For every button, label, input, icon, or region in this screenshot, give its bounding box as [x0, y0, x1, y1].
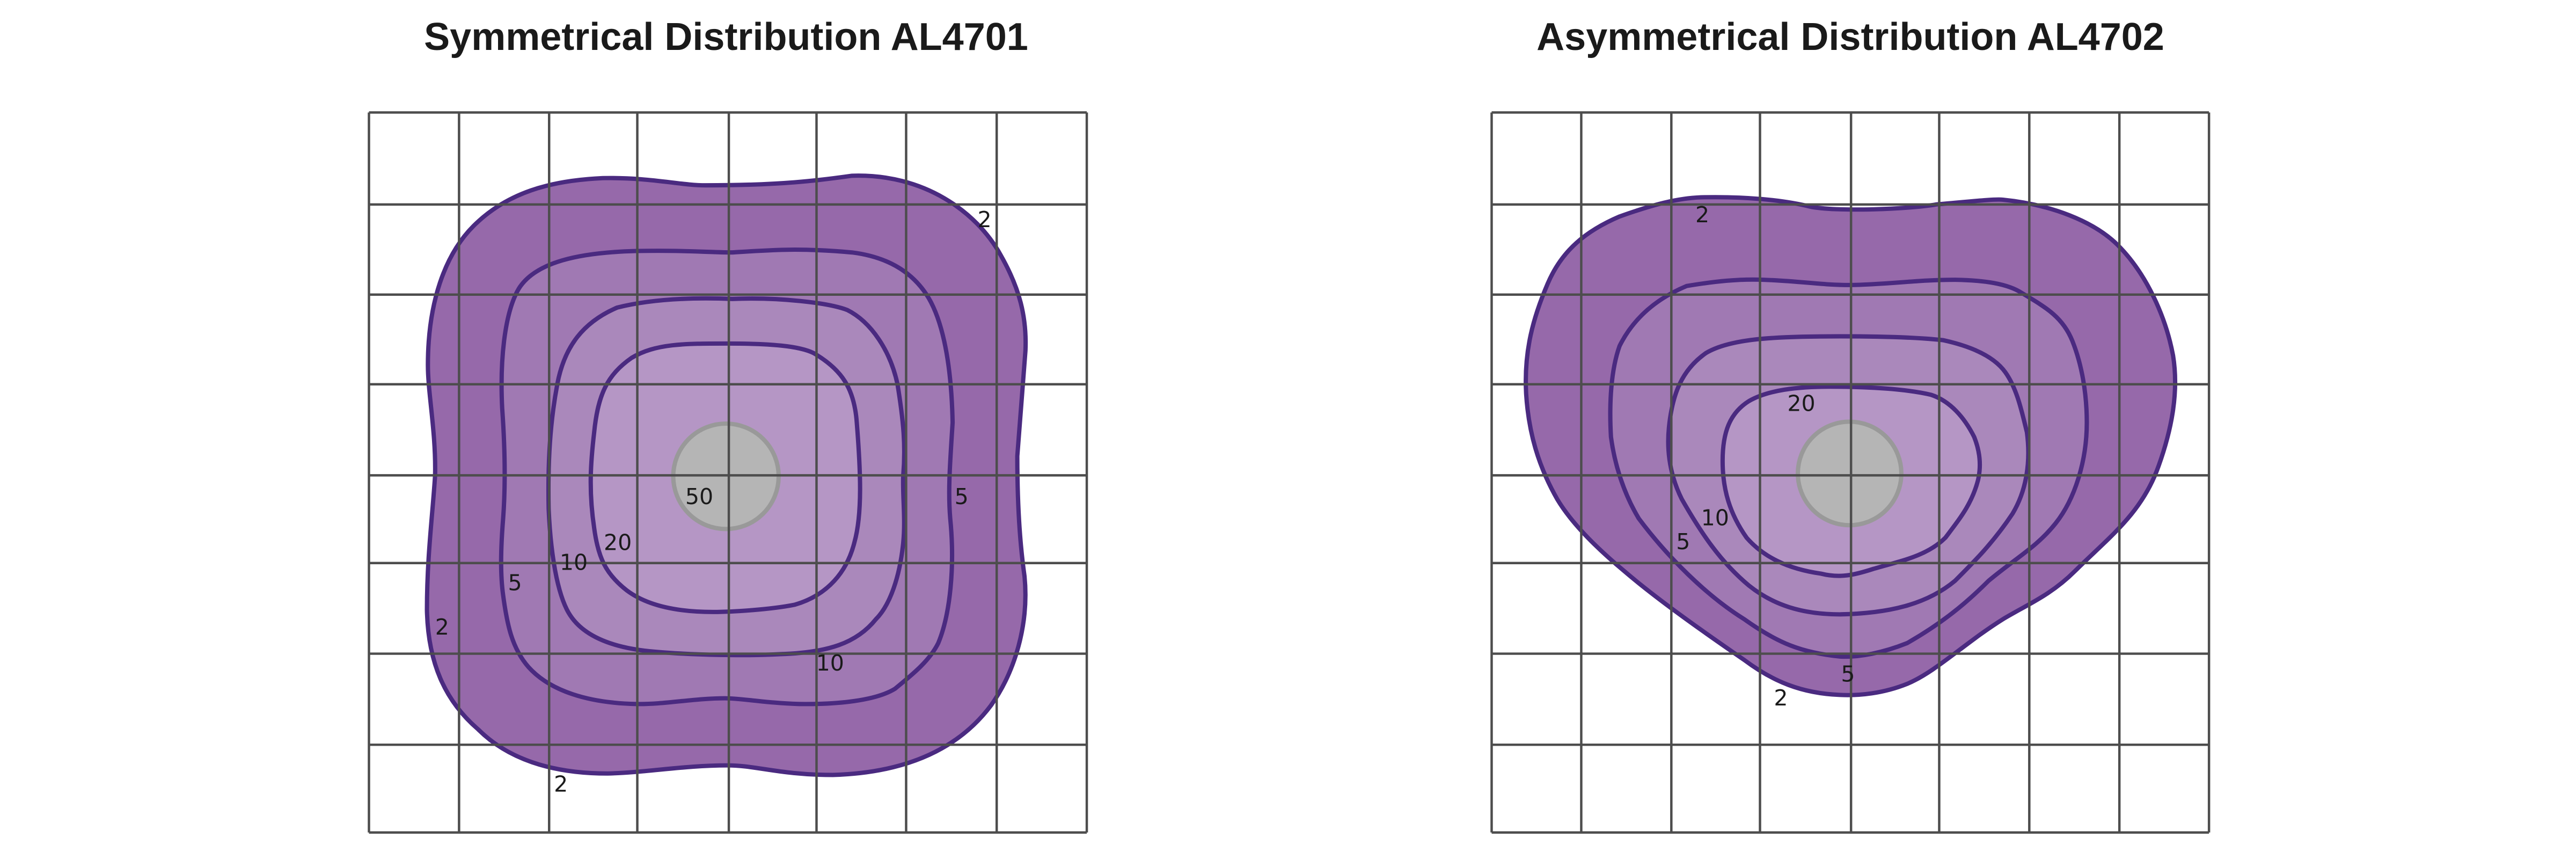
grid: [1490, 111, 2211, 834]
contour-label: 20: [604, 530, 632, 556]
contour-label: 2: [1774, 685, 1788, 711]
contour-label: 2: [554, 771, 568, 797]
contour-label: 5: [955, 484, 969, 509]
contour-label: 50: [685, 484, 713, 509]
contour-label: 10: [816, 650, 844, 676]
symmetrical-distribution-chart: 2 5 50 20 10 5 2 10 2: [368, 111, 1088, 834]
contour-label: 20: [1787, 391, 1815, 417]
contour-label: 10: [560, 549, 588, 575]
contour-label: 10: [1701, 505, 1729, 530]
asymmetrical-distribution-chart: 2 20 10 5 5 2: [1490, 111, 2211, 834]
contour-label: 5: [1676, 529, 1690, 555]
contour-label: 2: [435, 614, 449, 640]
contour-label: 2: [1695, 202, 1709, 228]
grid: [368, 111, 1088, 834]
contour-label: 5: [508, 570, 522, 596]
chart-title-symmetrical: Symmetrical Distribution AL4701: [424, 16, 1028, 59]
chart-title-asymmetrical: Asymmetrical Distribution AL4702: [1536, 16, 2164, 59]
contour-label: 2: [977, 207, 991, 232]
contour-label: 5: [1841, 661, 1855, 687]
luminaire-center: [1796, 419, 1904, 528]
